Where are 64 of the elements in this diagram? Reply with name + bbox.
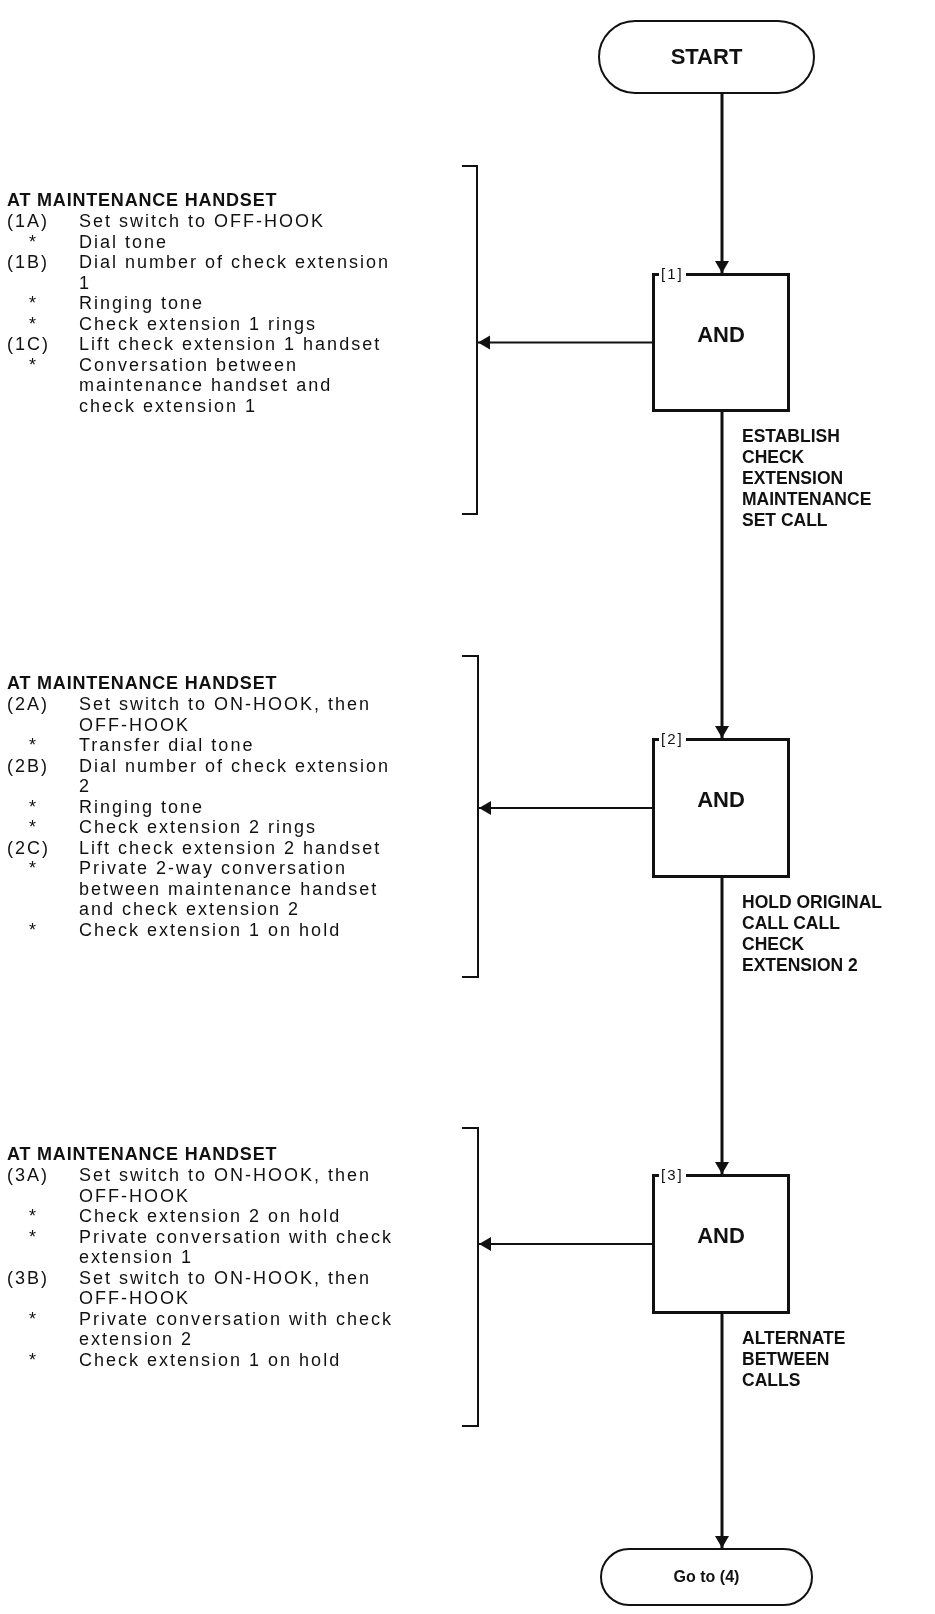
bracket-line (462, 1127, 479, 1427)
step-text: Check extension 2 rings (79, 817, 319, 838)
step-text: Lift check extension 1 handset (79, 334, 383, 355)
bullet-mark: * (28, 293, 39, 314)
bullet-mark: * (28, 354, 39, 377)
terminator-label: Go to (4) (673, 1568, 740, 1586)
step-text: Check extension 1 rings (79, 313, 319, 334)
step-text: Ringing tone (79, 293, 206, 314)
section-heading: AT MAINTENANCE HANDSET (7, 673, 279, 694)
step-text: Dial number of check extension 2 (79, 755, 392, 797)
arrow (715, 94, 729, 273)
step-text: Ringing tone (79, 796, 206, 817)
section-heading: AT MAINTENANCE HANDSET (7, 1144, 279, 1165)
step-text: Transfer dial tone (79, 735, 256, 756)
gate-label: AND (696, 322, 746, 348)
section-heading: AT MAINTENANCE HANDSET (7, 190, 279, 211)
bullet-mark: * (28, 231, 39, 252)
step-text: Lift check extension 2 handset (79, 837, 383, 858)
arrow (478, 1237, 653, 1251)
flow-arrow (715, 878, 729, 1174)
step-text: Set switch to ON-HOOK, then OFF-HOOK (79, 1267, 373, 1309)
step-text: Check extension 2 on hold (79, 1206, 343, 1227)
gate-label: AND (696, 787, 746, 813)
step-id: (2B) (7, 755, 50, 778)
step-id: (3B) (7, 1267, 50, 1290)
step-id: (2A) (7, 694, 50, 716)
bullet-mark: * (28, 817, 39, 838)
bracket-line (462, 165, 478, 515)
bullet-mark: * (28, 1226, 39, 1249)
step-text: Dial tone (79, 231, 170, 252)
step-number: [2] (659, 730, 686, 748)
step-id: (1C) (7, 334, 51, 355)
step-id: (1B) (7, 252, 50, 274)
step-text: Private 2-way conversation between maintenance handset and check extension 2 (79, 858, 380, 920)
flow-arrow (715, 412, 729, 738)
bullet-mark: * (28, 1349, 39, 1370)
step-text: Dial number of check extension 1 (79, 252, 392, 293)
bullet-mark: * (28, 919, 39, 940)
step-text: Set switch to OFF-HOOK (79, 211, 327, 232)
step-id: (2C) (7, 837, 51, 858)
terminator-shape (600, 1548, 813, 1606)
flow-arrow (715, 1314, 729, 1548)
bullet-mark: * (28, 313, 39, 334)
step-id: (3A) (7, 1165, 50, 1187)
bullet-mark: * (28, 1308, 39, 1331)
step-text: Set switch to ON-HOOK, then OFF-HOOK (79, 1165, 373, 1206)
arrow (477, 335, 653, 350)
step-text: Private conversation with check extension 1 (79, 1226, 395, 1268)
bracket-line (462, 655, 479, 978)
bullet-mark: * (28, 858, 39, 880)
step-number: [3] (659, 1166, 686, 1184)
bullet-mark: * (28, 1206, 39, 1227)
step-text: Set switch to ON-HOOK, then OFF-HOOK (79, 694, 373, 735)
terminator-label: START (670, 44, 743, 70)
step-text: Check extension 1 on hold (79, 919, 343, 940)
step-number: [1] (659, 265, 686, 283)
step-id: (1A) (7, 211, 50, 232)
step-text: Check extension 1 on hold (79, 1349, 343, 1370)
bullet-mark: * (28, 735, 39, 756)
step-text: Conversation between maintenance handset and check extension 1 (79, 354, 334, 416)
step-text: Private conversation with check extension 2 (79, 1308, 395, 1350)
arrow (478, 801, 653, 815)
bullet-mark: * (28, 796, 39, 817)
gate-label: AND (696, 1223, 746, 1249)
